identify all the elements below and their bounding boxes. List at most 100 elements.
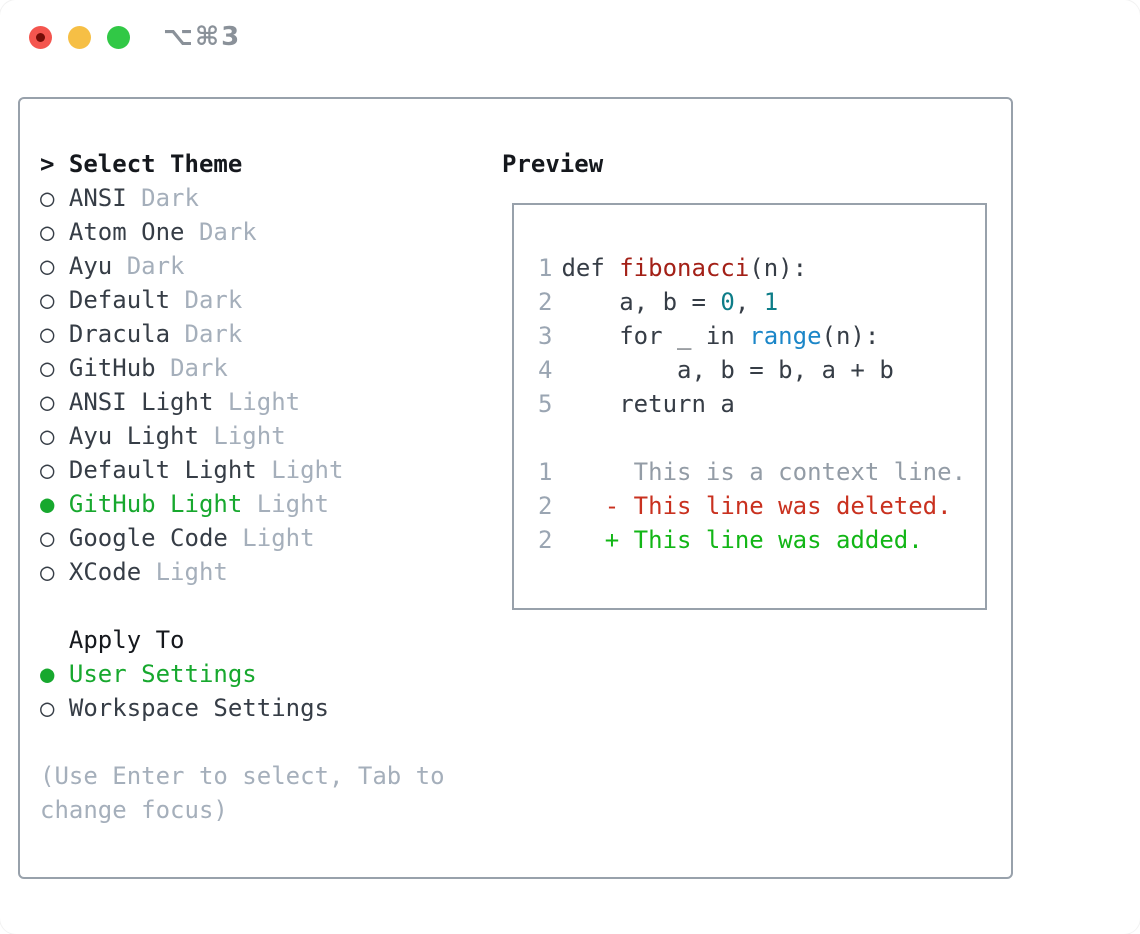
- theme-variant: Light: [242, 524, 315, 552]
- radio-unselected-icon: ○: [40, 388, 69, 416]
- minimize-button[interactable]: [68, 26, 91, 49]
- code-token: 1: [763, 288, 779, 316]
- theme-name: XCode: [68, 558, 156, 586]
- code-token: (n):: [749, 254, 808, 282]
- theme-name: ANSI: [68, 184, 142, 212]
- code-token: a, b = b, a + b: [561, 356, 894, 384]
- theme-variant: Dark: [126, 252, 185, 280]
- spacer: [40, 725, 445, 759]
- code-token: 0: [720, 288, 735, 316]
- radio-unselected-icon: ○: [40, 218, 69, 246]
- code-token: for _ in: [561, 322, 750, 350]
- theme-option[interactable]: ● GitHub Light Light: [40, 487, 445, 521]
- preview-title: Preview: [502, 150, 604, 178]
- code-token: + This line was added.: [561, 526, 923, 554]
- code-line: 2 - This line was deleted.: [538, 489, 969, 523]
- theme-option[interactable]: ○ Dracula Dark: [40, 317, 445, 351]
- apply-to-header: Apply To: [40, 626, 185, 654]
- theme-name: GitHub: [68, 354, 171, 382]
- line-number: 2: [538, 492, 553, 520]
- theme-option[interactable]: ○ ANSI Light Light: [40, 385, 445, 419]
- apply-option[interactable]: ● User Settings: [40, 657, 445, 691]
- theme-option[interactable]: ○ Default Dark: [40, 283, 445, 317]
- code-token: a, b =: [561, 288, 721, 316]
- radio-unselected-icon: ○: [40, 286, 69, 314]
- line-number: 2: [538, 526, 553, 554]
- theme-variant: Light: [256, 490, 329, 518]
- code-line: 2 + This line was added.: [538, 523, 969, 557]
- line-number: 3: [538, 322, 553, 350]
- spacer: [40, 589, 445, 623]
- theme-option[interactable]: ○ Ayu Light Light: [40, 419, 445, 453]
- line-number: 2: [538, 288, 553, 316]
- close-button[interactable]: [29, 26, 52, 49]
- line-number: 1: [538, 254, 553, 282]
- theme-name: Dracula: [68, 320, 185, 348]
- theme-option[interactable]: ○ Google Code Light: [40, 521, 445, 555]
- theme-dialog: > Select Theme○ ANSI Dark○ Atom One Dark…: [18, 97, 1013, 879]
- theme-name: Default Light: [68, 456, 272, 484]
- code-token: (n):: [821, 322, 880, 350]
- theme-option[interactable]: ○ ANSI Dark: [40, 181, 445, 215]
- caret-prompt: >: [40, 150, 69, 178]
- theme-option[interactable]: ○ Ayu Dark: [40, 249, 445, 283]
- radio-unselected-icon: ○: [40, 558, 69, 586]
- radio-unselected-icon: ○: [40, 456, 69, 484]
- code-line: 1 def fibonacci(n):: [538, 251, 969, 285]
- code-blank-line: [538, 421, 969, 455]
- code-line: 2 a, b = 0, 1: [538, 285, 969, 319]
- code-line: 4 a, b = b, a + b: [538, 353, 969, 387]
- theme-name: Ayu: [68, 252, 127, 280]
- hint-text: change focus): [40, 796, 228, 824]
- code-token: fibonacci: [619, 254, 750, 282]
- apply-option-label: User Settings: [68, 660, 257, 688]
- radio-selected-icon: ●: [40, 490, 69, 518]
- select-theme-label: Select Theme: [68, 150, 243, 178]
- apply-option[interactable]: ○ Workspace Settings: [40, 691, 445, 725]
- code-token: def: [561, 254, 620, 282]
- line-number: 4: [538, 356, 553, 384]
- theme-variant: Dark: [184, 320, 243, 348]
- hint-text: (Use Enter to select, Tab to: [40, 762, 445, 790]
- theme-picker: > Select Theme○ ANSI Dark○ Atom One Dark…: [40, 147, 445, 827]
- code-line: 1 This is a context line.: [538, 455, 969, 489]
- theme-name: Google Code: [68, 524, 243, 552]
- theme-variant: Light: [213, 422, 286, 450]
- code-token: This is a context line.: [561, 458, 967, 486]
- titlebar: ⌥⌘3: [0, 0, 1140, 72]
- theme-option[interactable]: ○ GitHub Dark: [40, 351, 445, 385]
- radio-unselected-icon: ○: [40, 184, 69, 212]
- radio-unselected-icon: ○: [40, 524, 69, 552]
- maximize-button[interactable]: [107, 26, 130, 49]
- theme-variant: Light: [271, 456, 344, 484]
- theme-variant: Light: [227, 388, 301, 416]
- record-dot-icon: [36, 33, 45, 42]
- radio-unselected-icon: ○: [40, 422, 69, 450]
- theme-option[interactable]: ○ Default Light Light: [40, 453, 445, 487]
- code-token: ,: [734, 288, 764, 316]
- theme-variant: Light: [155, 558, 228, 586]
- radio-selected-icon: ●: [40, 660, 69, 688]
- code-line: 5 return a: [538, 387, 969, 421]
- code-token: range: [749, 322, 822, 350]
- code-token: - This line was deleted.: [561, 492, 952, 520]
- radio-unselected-icon: ○: [40, 252, 69, 280]
- theme-variant: Dark: [170, 354, 228, 382]
- apply-option-label: Workspace Settings: [68, 694, 329, 722]
- theme-name: Default: [68, 286, 185, 314]
- theme-name: GitHub Light: [68, 490, 257, 518]
- radio-unselected-icon: ○: [40, 320, 69, 348]
- theme-option[interactable]: ○ Atom One Dark: [40, 215, 445, 249]
- theme-variant: Dark: [184, 286, 243, 314]
- code-line: 3 for _ in range(n):: [538, 319, 969, 353]
- theme-name: Atom One: [68, 218, 199, 246]
- theme-name: ANSI Light: [68, 388, 228, 416]
- line-number: 1: [538, 458, 553, 486]
- theme-option[interactable]: ○ XCode Light: [40, 555, 445, 589]
- theme-variant: Dark: [198, 218, 257, 246]
- theme-variant: Dark: [141, 184, 199, 212]
- radio-unselected-icon: ○: [40, 694, 69, 722]
